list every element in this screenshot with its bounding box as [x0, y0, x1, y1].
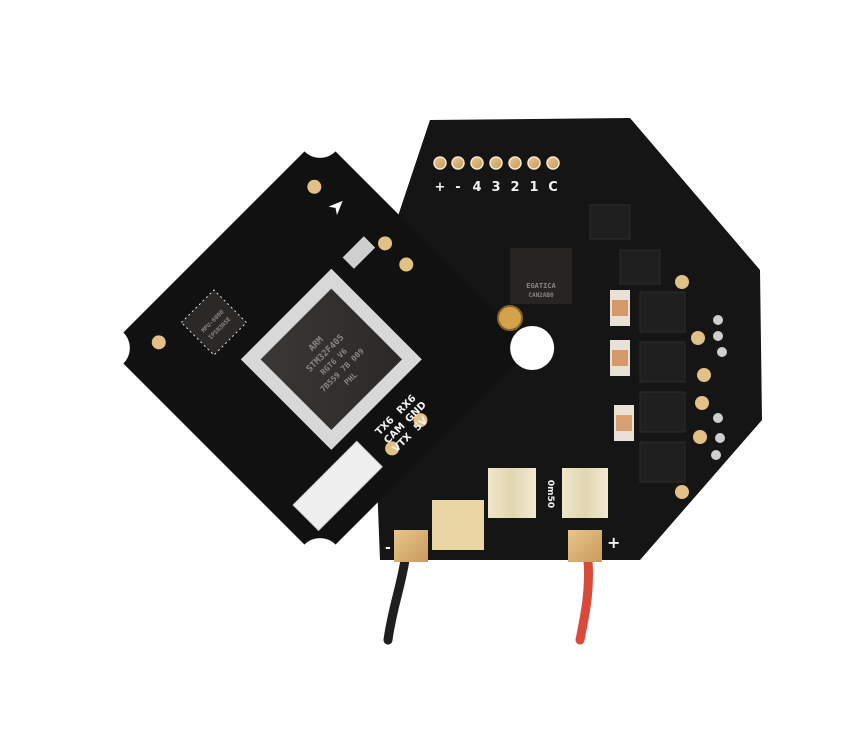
svg-text:CAN2AB0: CAN2AB0 — [528, 292, 554, 299]
current-shunts: 0m50 — [488, 468, 608, 518]
fc-pads — [151, 179, 428, 456]
svg-text:4: 4 — [472, 180, 481, 195]
power-pads: - + — [385, 500, 620, 562]
fc-connector — [292, 440, 383, 532]
fc-gyro-chip: MPU-6000 IPSN3NSE — [180, 289, 248, 356]
svg-text:-: - — [385, 540, 391, 556]
svg-text:-: - — [455, 180, 460, 195]
svg-text:+: + — [607, 533, 620, 552]
esc-motor-pads — [675, 275, 711, 499]
power-wires — [383, 555, 594, 645]
esc-mosfets — [589, 204, 686, 483]
svg-text:2: 2 — [510, 180, 519, 195]
forward-arrow-icon — [328, 200, 343, 216]
svg-text:C: C — [548, 180, 558, 195]
svg-text:EGATICA: EGATICA — [526, 282, 556, 290]
esc-header-pads — [433, 156, 560, 170]
svg-text:1: 1 — [529, 180, 538, 195]
fc-board: ARM STM32F405 RGT6 V6 7B559 7B 009 PHL M… — [85, 113, 555, 583]
esc-solder-joints — [711, 315, 727, 460]
svg-text:0m50: 0m50 — [545, 480, 555, 508]
svg-text:+: + — [435, 180, 446, 195]
esc-header-labels: + - 4 3 2 1 C — [435, 180, 558, 195]
esc-capacitors — [610, 290, 634, 441]
crystal — [342, 236, 376, 269]
antenna-connector — [497, 305, 523, 331]
svg-text:3: 3 — [491, 180, 500, 195]
esc-mcu-chip: EGATICA CAN2AB0 — [510, 248, 572, 304]
esc-board: + - 4 3 2 1 C EGATICA CAN2AB0 — [370, 118, 762, 562]
fc-mcu-chip: ARM STM32F405 RGT6 V6 7B559 7B 009 PHL — [240, 268, 422, 450]
